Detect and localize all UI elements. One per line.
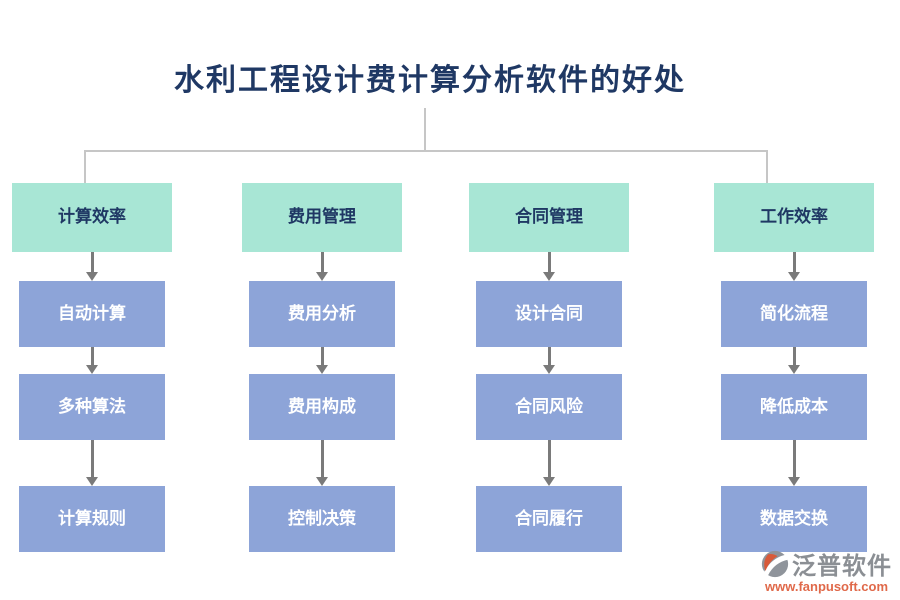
- watermark-brand: 泛普软件: [792, 553, 892, 580]
- benefit-box: 降低成本: [721, 374, 867, 440]
- connector-drop-left: [84, 150, 86, 183]
- down-arrow-icon: [12, 440, 172, 486]
- watermark-url: www.fanpusoft.com: [764, 579, 889, 594]
- category-header: 计算效率: [12, 183, 172, 252]
- benefit-box: 自动计算: [19, 281, 165, 347]
- down-arrow-icon: [242, 252, 402, 281]
- down-arrow-icon: [242, 347, 402, 374]
- category-header: 合同管理: [469, 183, 629, 252]
- benefit-box: 设计合同: [476, 281, 622, 347]
- benefit-box: 费用构成: [249, 374, 395, 440]
- down-arrow-icon: [12, 252, 172, 281]
- benefit-box: 多种算法: [19, 374, 165, 440]
- diagram-column-contract: 合同管理 设计合同 合同风险 合同履行: [469, 183, 629, 552]
- watermark-logo: 泛普软件 www.fanpusoft.com: [761, 546, 892, 594]
- benefit-box: 合同风险: [476, 374, 622, 440]
- down-arrow-icon: [469, 440, 629, 486]
- down-arrow-icon: [714, 347, 874, 374]
- down-arrow-icon: [12, 347, 172, 374]
- benefit-box: 简化流程: [721, 281, 867, 347]
- down-arrow-icon: [242, 440, 402, 486]
- category-header: 工作效率: [714, 183, 874, 252]
- down-arrow-icon: [469, 252, 629, 281]
- benefit-box: 费用分析: [249, 281, 395, 347]
- connector-drop-right: [766, 150, 768, 183]
- connector-title-stem: [424, 108, 426, 150]
- benefit-box: 计算规则: [19, 486, 165, 552]
- diagram-column-cost: 费用管理 费用分析 费用构成 控制决策: [242, 183, 402, 552]
- benefit-box: 数据交换: [721, 486, 867, 552]
- page-title: 水利工程设计费计算分析软件的好处: [174, 63, 686, 98]
- connector-horizontal: [84, 150, 768, 152]
- down-arrow-icon: [714, 440, 874, 486]
- diagram-column-calculation: 计算效率 自动计算 多种算法 计算规则: [12, 183, 172, 552]
- category-header: 费用管理: [242, 183, 402, 252]
- down-arrow-icon: [469, 347, 629, 374]
- fanpu-logo-icon: [761, 550, 789, 578]
- benefit-box: 合同履行: [476, 486, 622, 552]
- diagram-column-efficiency: 工作效率 简化流程 降低成本 数据交换: [714, 183, 874, 552]
- down-arrow-icon: [714, 252, 874, 281]
- benefit-box: 控制决策: [249, 486, 395, 552]
